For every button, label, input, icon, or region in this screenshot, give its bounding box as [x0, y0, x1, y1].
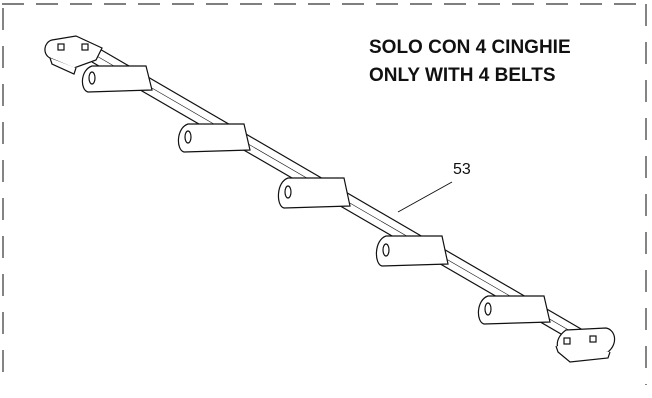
end-plate-left	[44, 35, 103, 75]
clamp	[177, 123, 251, 153]
clamp	[81, 65, 153, 93]
callout-leader-line	[397, 181, 453, 213]
note-english: ONLY WITH 4 BELTS	[369, 65, 556, 86]
clamp	[277, 177, 351, 209]
clamp	[375, 235, 449, 267]
part-number-callout: 53	[453, 161, 471, 178]
end-plate-right	[555, 327, 616, 363]
clamp	[477, 295, 551, 325]
note-italian: SOLO CON 4 CINGHIE	[369, 37, 571, 58]
dashed-frame	[2, 3, 647, 385]
